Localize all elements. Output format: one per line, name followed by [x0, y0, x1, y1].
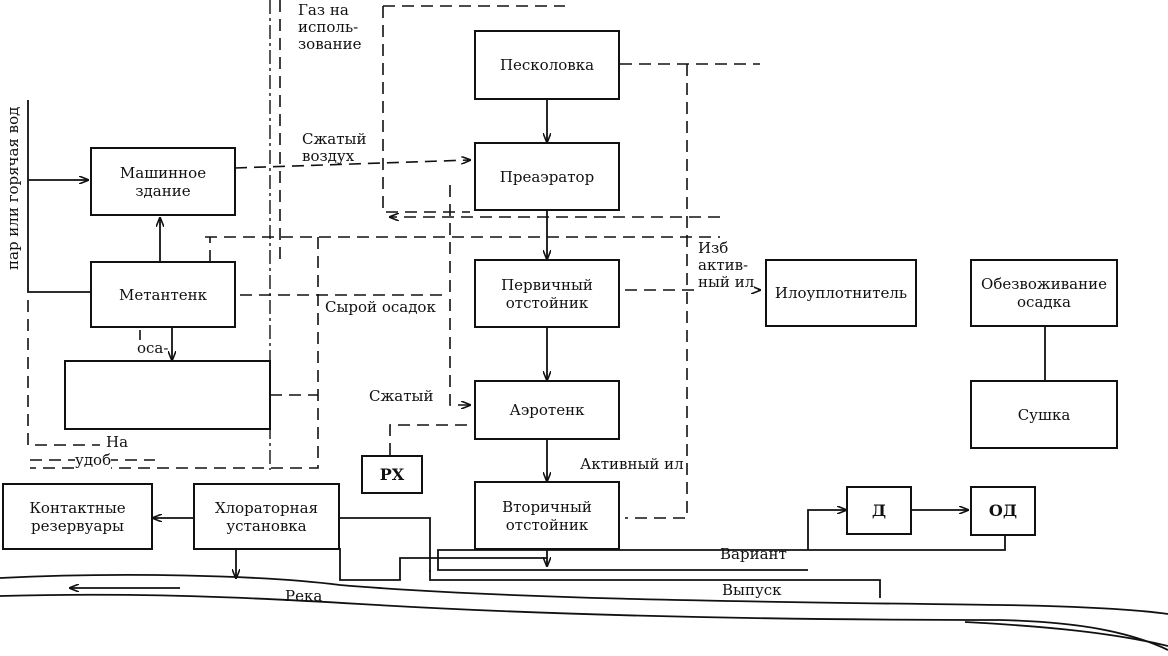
pervichny-otstoinik-box: Первичный отстойник — [474, 259, 620, 328]
label-excess-sludge: Изб актив- ный ил — [698, 239, 755, 291]
peskolovka-box: Песколовка — [474, 30, 620, 100]
air-aerotenk — [449, 185, 470, 405]
river-lower — [0, 593, 1168, 651]
label-outlet: Выпуск — [722, 581, 782, 599]
rx-line — [389, 424, 470, 455]
line-steam-metantenk — [27, 100, 90, 293]
label-compressed-air: Сжатый воздух — [302, 130, 367, 165]
label-active-sludge: Активный ил — [580, 455, 684, 473]
flow-to-hlorator — [339, 548, 547, 581]
line-variant — [807, 510, 846, 550]
preaerator-box: Преаэратор — [474, 142, 620, 211]
hloratornaya-ustanovka-box: Хлораторная установка — [193, 483, 340, 550]
label-compressed-2: Сжатый — [369, 387, 434, 405]
label-udob: удоб — [75, 451, 112, 469]
sludge-vertical — [30, 237, 319, 469]
aerotenk-box: Аэротенк — [474, 380, 620, 440]
line-outlet — [340, 517, 881, 598]
vtorichny-otstoinik-box: Вторичный отстойник — [474, 481, 620, 550]
dashed-left — [27, 300, 100, 446]
line-od-outlet — [437, 536, 1006, 571]
label-gas: Газ на исполь- зование — [298, 1, 362, 53]
label-na: На — [106, 433, 129, 451]
sushka-box: Сушка — [970, 380, 1118, 449]
d-box: Д — [846, 486, 912, 535]
label-osa: оса- — [137, 339, 169, 357]
rx-box: РХ — [361, 455, 423, 494]
label-river: Река — [285, 587, 323, 605]
mashinnoe-zdanie-box: Машинное здание — [90, 147, 236, 216]
obezvozhivanie-osadka-box: Обезвоживание осадка — [970, 259, 1118, 327]
label-raw-sludge: Сырой осадок — [325, 298, 436, 316]
line-right-riser — [625, 64, 688, 519]
river-bank — [964, 621, 1168, 647]
air-mashinnoe-preaerator — [234, 160, 470, 169]
gas-line-top — [382, 6, 470, 213]
river-upper — [0, 574, 1168, 615]
iloplotnitel-box: Илоуплотнитель — [765, 259, 917, 327]
metantenk-box: Метантенк — [90, 261, 236, 328]
kontaktnye-rezervuary-box: Контактные резервуары — [2, 483, 153, 550]
label-steam: пар или горячая вод — [4, 106, 22, 270]
unlabeled-box — [64, 360, 271, 430]
label-variant: Вариант — [720, 545, 787, 563]
od-box: ОД — [970, 486, 1036, 536]
